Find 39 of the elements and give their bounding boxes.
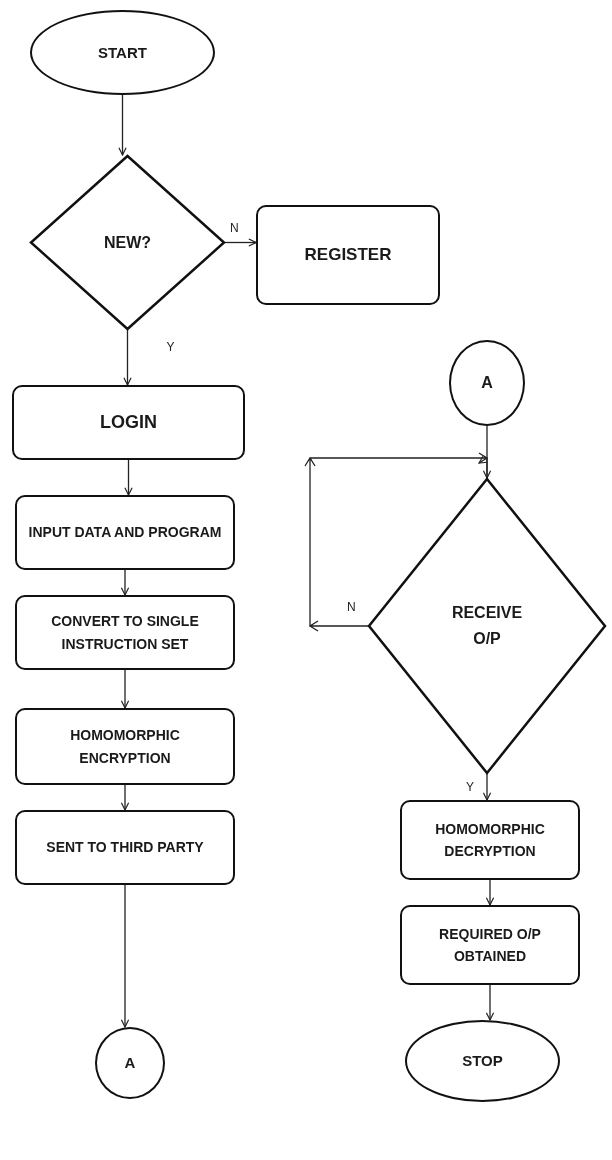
node-label: HOMOMORPHIC DECRYPTION — [434, 819, 546, 861]
process-box — [15, 810, 235, 885]
arrow — [124, 459, 133, 496]
node-label: HOMOMORPHIC ENCRYPTION — [69, 726, 181, 768]
arrow — [123, 329, 132, 386]
arrow — [482, 773, 492, 801]
node-label: A — [480, 373, 494, 394]
node-label: RECEIVE O/P — [450, 603, 524, 649]
arrow — [120, 784, 130, 811]
node-label: SENT TO THIRD PARTY — [45, 838, 205, 858]
node-label: LOGIN — [99, 411, 158, 435]
process-box — [400, 800, 580, 880]
arrow — [120, 569, 130, 596]
process-box — [15, 595, 235, 670]
arrow — [482, 425, 492, 479]
arrow — [120, 669, 130, 709]
node-label: NEW? — [102, 232, 153, 253]
arrow — [485, 879, 495, 906]
node-label: REGISTER — [303, 244, 393, 267]
node-label: REQUIRED O/P OBTAINED — [438, 924, 542, 966]
process-box — [400, 905, 580, 985]
process-box — [15, 708, 235, 785]
edge-label: Y — [165, 340, 176, 354]
process-box — [15, 495, 235, 570]
process-box — [12, 385, 245, 460]
node-label: STOP — [461, 1051, 504, 1071]
node-label: INPUT DATA AND PROGRAM — [27, 523, 223, 543]
node-label: A — [123, 1053, 137, 1073]
node-label: CONVERT TO SINGLE INSTRUCTION SET — [50, 612, 200, 654]
arrow — [120, 884, 130, 1028]
edge-label: Y — [465, 780, 475, 794]
process-box — [256, 205, 440, 305]
arrow — [304, 452, 489, 632]
node-label: START — [97, 42, 148, 63]
edge-label: N — [346, 600, 357, 614]
arrow — [118, 94, 127, 156]
edge-label: N — [229, 220, 240, 235]
arrow — [485, 984, 495, 1021]
arrow — [224, 238, 257, 247]
